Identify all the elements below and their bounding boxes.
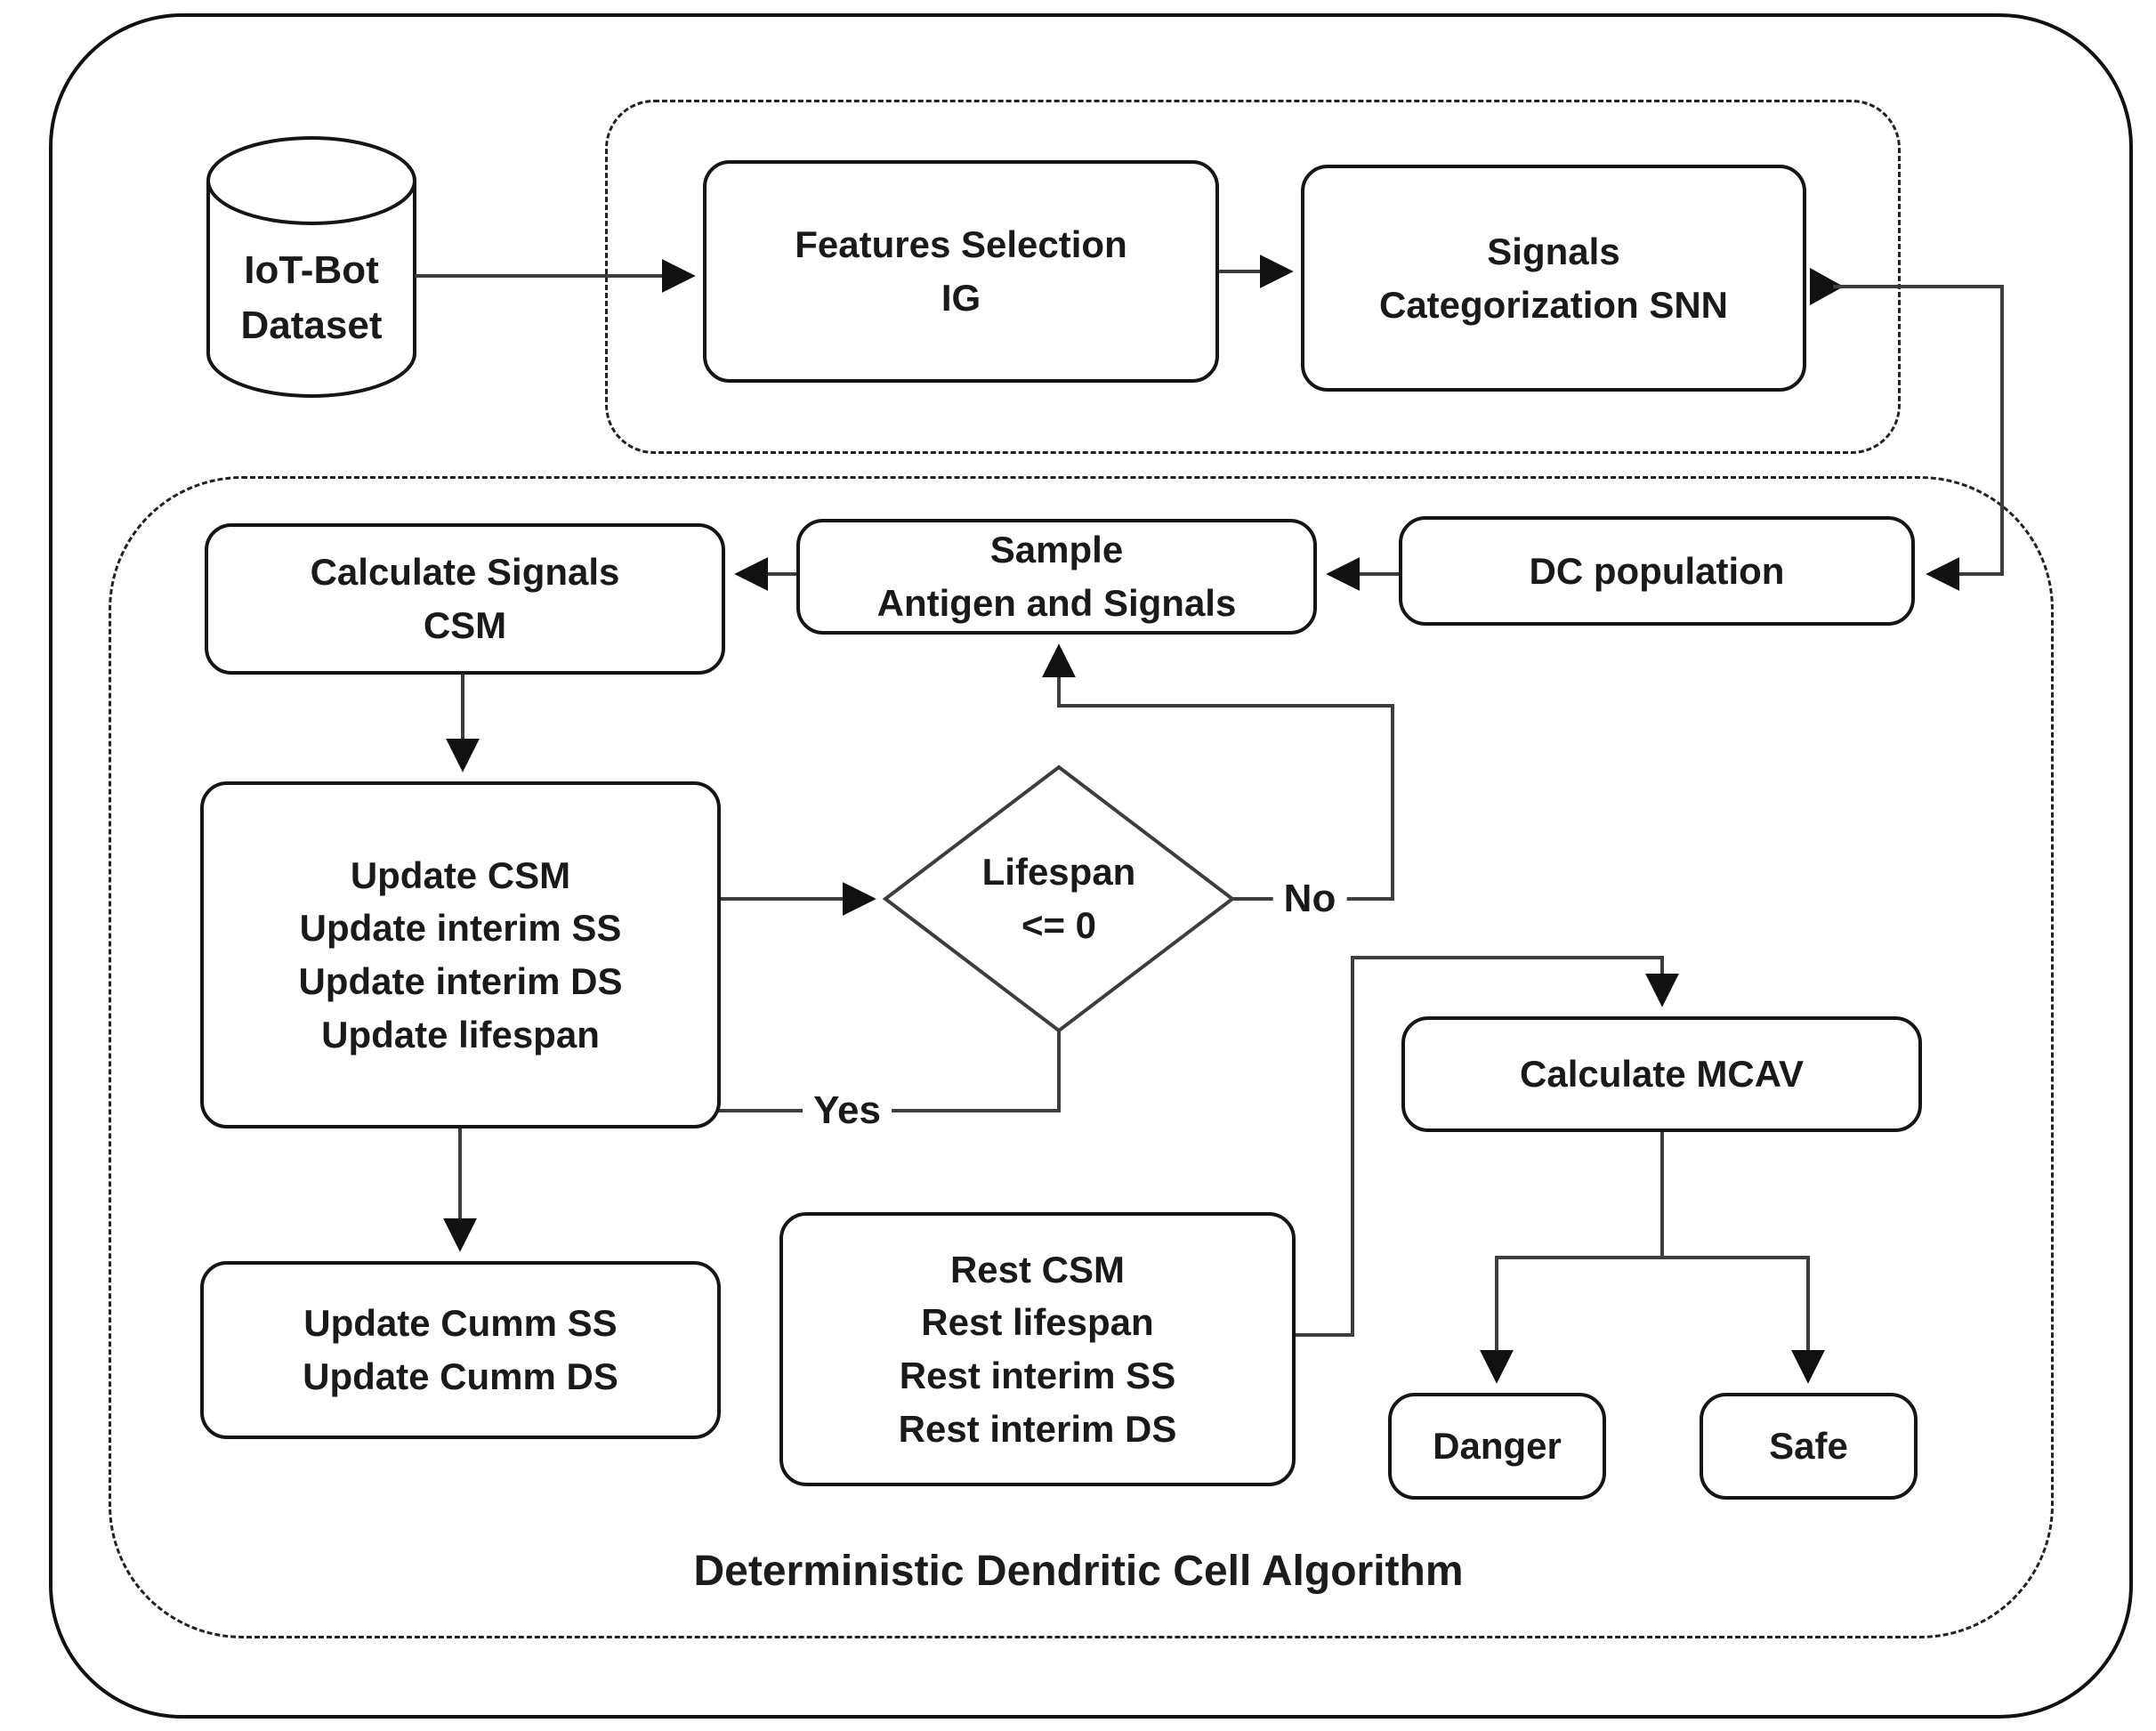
outer-rounded-border: [49, 13, 2133, 1719]
node-label-line: Calculate Signals: [310, 551, 620, 594]
node-label-line: Features Selection: [795, 223, 1127, 266]
edge-label-no: No: [1272, 877, 1347, 921]
ddca-group-title: Deterministic Dendritic Cell Algorithm: [693, 1548, 1464, 1595]
node-lifespan-decision: Lifespan <= 0: [908, 819, 1210, 979]
node-update-cumm: Update Cumm SS Update Cumm DS: [200, 1261, 721, 1439]
node-label-line: Update interim SS: [299, 907, 622, 950]
node-calculate-mcav: Calculate MCAV: [1401, 1016, 1922, 1132]
node-label-line: IG: [941, 277, 981, 319]
node-label-line: Rest lifespan: [921, 1301, 1154, 1344]
node-safe: Safe: [1700, 1393, 1918, 1500]
node-danger: Danger: [1388, 1393, 1606, 1500]
node-label-line: Update interim DS: [298, 960, 623, 1002]
node-rest: Rest CSM Rest lifespan Rest interim SS R…: [779, 1212, 1296, 1486]
node-label-line: Update CSM: [350, 853, 571, 896]
ddca-dashed-group: [109, 476, 2054, 1638]
node-label-line: Update lifespan: [321, 1013, 600, 1056]
edge-mcav-to-safe: [1662, 1256, 1825, 1384]
edge-label-yes: Yes: [803, 1088, 892, 1133]
node-label-line: Dataset: [240, 303, 383, 347]
node-label-line: Sample: [989, 529, 1124, 571]
node-dc-population: DC population: [1399, 516, 1915, 626]
node-label-line: Signals: [1487, 230, 1620, 272]
node-update-csm: Update CSM Update interim SS Update inte…: [200, 781, 721, 1128]
node-label-line: Calculate MCAV: [1520, 1053, 1804, 1096]
node-calculate-signals-csm: Calculate Signals CSM: [205, 523, 725, 675]
edge-snn-to-dcpop: [1833, 285, 2004, 591]
node-label-line: Categorization SNN: [1378, 283, 1729, 326]
node-label-line: Antigen and Signals: [876, 582, 1237, 624]
node-iot-bot-dataset: IoT-Bot Dataset: [208, 227, 415, 369]
node-label-line: Rest interim SS: [899, 1355, 1176, 1396]
node-label-line: DC population: [1529, 549, 1785, 592]
node-label-line: Rest CSM: [949, 1248, 1126, 1290]
node-label-line: <= 0: [1021, 904, 1097, 946]
edge-yes-to-updatecumm: [443, 1031, 1061, 1252]
node-signals-categorization: Signals Categorization SNN: [1301, 165, 1806, 392]
node-label-line: Update Cumm SS: [303, 1302, 618, 1345]
database-cylinder-shape: [206, 136, 416, 398]
node-label-line: Update Cumm DS: [303, 1355, 618, 1397]
node-label-line: IoT-Bot: [244, 247, 379, 292]
node-label-line: Rest interim DS: [898, 1407, 1177, 1450]
edge-mcav-to-danger: [1480, 1256, 1662, 1384]
snn-exit-arrowhead: [1810, 268, 1844, 305]
edge-rest-to-calcmcav: [1296, 956, 1679, 1337]
node-sample-antigen-signals: Sample Antigen and Signals: [796, 519, 1317, 635]
node-label-line: Lifespan: [981, 851, 1136, 894]
node-features-selection: Features Selection IG: [703, 160, 1219, 383]
node-label-line: Danger: [1433, 1425, 1562, 1468]
node-label-line: CSM: [423, 604, 507, 646]
node-label-line: Safe: [1769, 1425, 1848, 1468]
